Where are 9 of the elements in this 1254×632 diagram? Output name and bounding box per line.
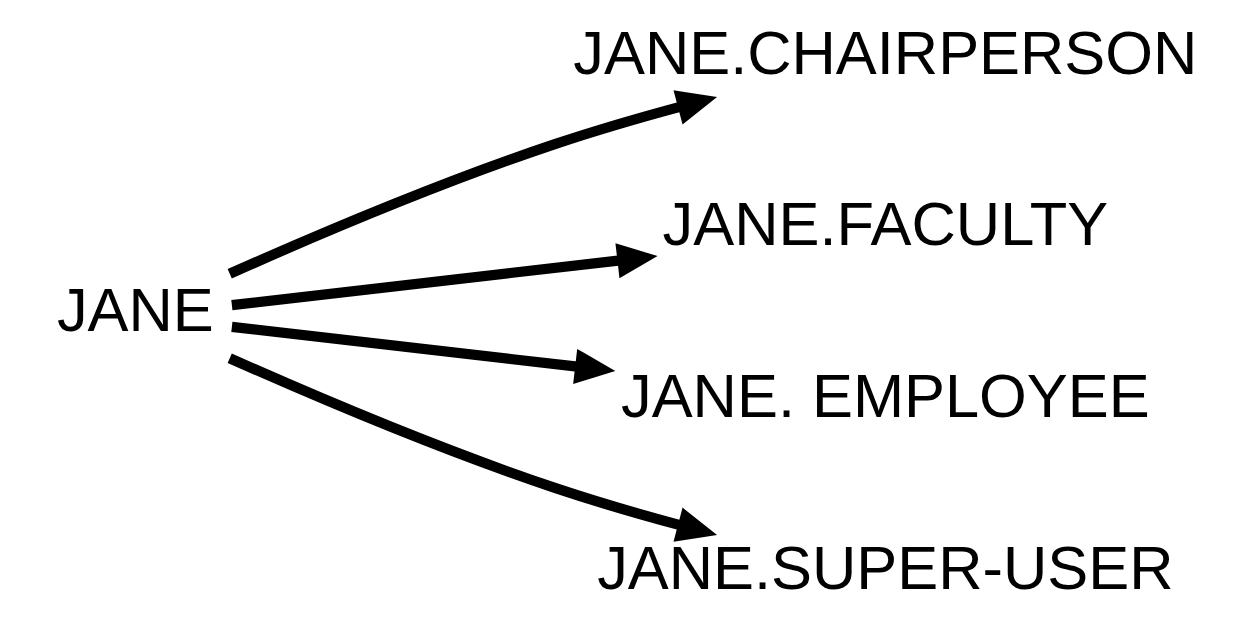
arrow (227, 90, 717, 279)
node-text: JANE (56, 275, 214, 345)
node-text: JANE. EMPLOYEE (620, 361, 1150, 431)
arrow (227, 353, 717, 542)
arrow (230, 243, 658, 311)
arrow (230, 321, 615, 384)
node-text: JANE.FACULTY (662, 189, 1108, 259)
node-text: JANE.CHAIRPERSON (572, 17, 1197, 87)
node-text: JANE.SUPER-USER (596, 533, 1174, 603)
